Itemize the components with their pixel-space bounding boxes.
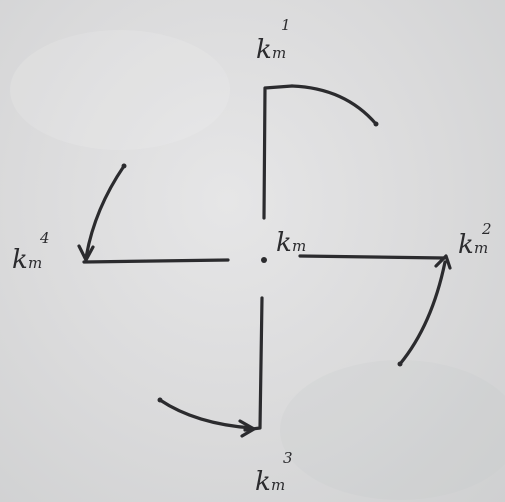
label-top-k: k xyxy=(256,35,272,65)
center-label: k m xyxy=(276,228,306,258)
label-bottom-m: m xyxy=(271,476,285,494)
label-right-sup: 2 xyxy=(481,220,492,238)
rotation-arc-right xyxy=(398,260,447,366)
board-texture xyxy=(10,30,505,500)
rotation-arc-left-start xyxy=(121,163,127,169)
label-left: k m 4 xyxy=(12,229,50,275)
label-left-m: m xyxy=(28,254,42,272)
label-top: k m 1 xyxy=(256,16,291,65)
label-right-m: m xyxy=(474,239,488,257)
rotation-arc-bottom-arrowhead xyxy=(238,419,256,438)
label-left-sup: 4 xyxy=(39,229,50,247)
arm-bottom xyxy=(243,296,264,432)
arm-right xyxy=(298,254,446,260)
rotation-arc-bottom-start xyxy=(157,397,163,403)
rotation-arc-bottom xyxy=(158,398,254,430)
rotation-arc-top xyxy=(290,84,378,126)
label-bottom-k: k xyxy=(255,467,271,497)
arm-top xyxy=(262,84,294,220)
center-label-m: m xyxy=(292,237,306,255)
label-right: k m 2 xyxy=(458,220,492,260)
center-label-k: k xyxy=(276,228,292,258)
label-bottom: k m 3 xyxy=(255,449,293,497)
arm-left xyxy=(82,258,230,264)
center-point xyxy=(261,257,267,263)
label-top-sup: 1 xyxy=(281,16,291,34)
rotation-arc-right-end xyxy=(397,361,403,367)
rotation-arc-right-arrowhead xyxy=(434,254,452,270)
rotation-arc-top-end xyxy=(373,121,379,127)
label-top-m: m xyxy=(272,44,286,62)
rotation-arc-left-arrowhead xyxy=(77,244,95,262)
label-bottom-sup: 3 xyxy=(283,449,293,467)
label-right-k: k xyxy=(458,230,474,260)
label-left-k: k xyxy=(12,245,28,275)
rotation-arc-left xyxy=(84,164,126,260)
